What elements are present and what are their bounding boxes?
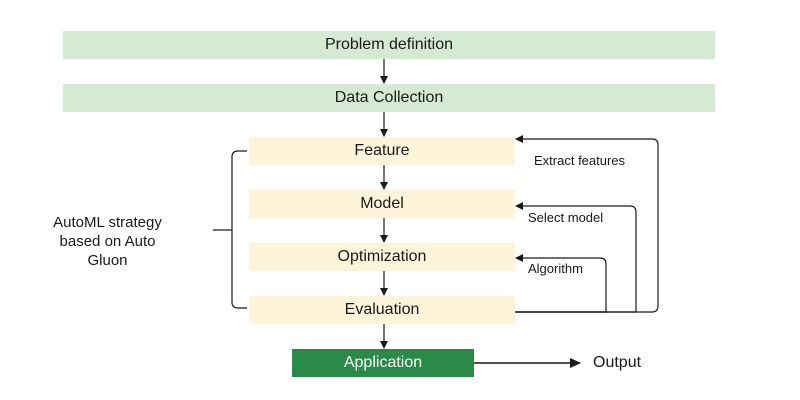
automl-strategy-line-1: AutoML strategy xyxy=(53,214,162,231)
data-collection-label: Data Collection xyxy=(334,89,444,106)
evaluation-label: Evaluation xyxy=(344,301,420,318)
application-box: Application xyxy=(292,349,474,377)
evaluation-box: Evaluation xyxy=(249,296,515,324)
feedback-extract-features-line xyxy=(515,135,659,313)
optimization-label: Optimization xyxy=(337,248,427,265)
data-collection-box: Data Collection xyxy=(63,84,715,112)
select-model-label: Select model xyxy=(528,210,604,225)
algorithm-label: Algorithm xyxy=(528,261,583,276)
application-label: Application xyxy=(343,354,423,371)
automl-strategy-line-2: based on Auto xyxy=(59,233,156,250)
strategy-bracket xyxy=(231,150,247,309)
feature-box: Feature xyxy=(249,137,515,165)
extract-features-label: Extract features xyxy=(534,153,626,168)
model-box: Model xyxy=(249,190,515,218)
problem-definition-box: Problem definition xyxy=(63,31,715,59)
feature-label: Feature xyxy=(354,142,410,159)
model-label: Model xyxy=(360,195,404,212)
problem-definition-label: Problem definition xyxy=(324,36,454,53)
feedback-select-model-line xyxy=(515,202,637,313)
feedback-algorithm-line xyxy=(515,254,607,313)
output-label: Output xyxy=(593,354,642,371)
automl-strategy-label: AutoML strategy based on Auto Gluon xyxy=(35,213,180,270)
automl-strategy-line-3: Gluon xyxy=(87,252,128,269)
optimization-box: Optimization xyxy=(249,243,515,271)
